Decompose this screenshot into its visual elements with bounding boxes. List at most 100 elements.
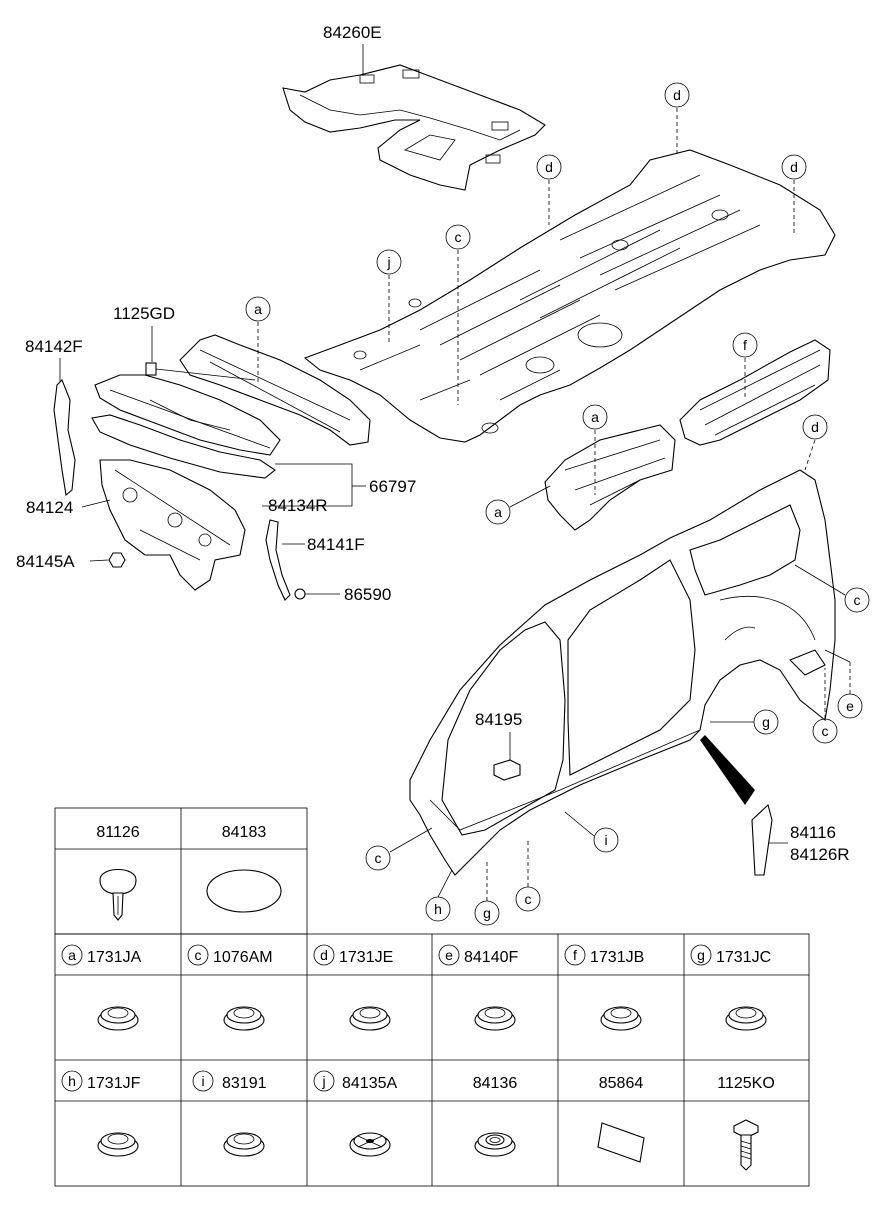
legend-item-j: j 84135A — [313, 1070, 397, 1092]
clip-84145A — [108, 552, 126, 568]
svg-text:f: f — [573, 947, 577, 963]
callout-d-top: d — [664, 82, 690, 155]
svg-text:c: c — [822, 723, 829, 739]
svg-text:d: d — [790, 159, 798, 175]
svg-text:1731JA: 1731JA — [87, 949, 142, 966]
callout-g-side: g — [710, 709, 779, 735]
legend-item-i: i 83191 — [192, 1070, 267, 1092]
svg-text:i: i — [604, 832, 607, 848]
svg-text:a: a — [68, 947, 76, 963]
callout-i: i — [564, 811, 619, 853]
grommet-icon — [474, 1132, 516, 1157]
legend-item-d: d 1731JE — [313, 944, 393, 966]
oval-pad-icon — [206, 869, 282, 913]
svg-text:84140F: 84140F — [464, 949, 518, 966]
svg-text:c: c — [525, 891, 532, 907]
svg-text:c: c — [854, 592, 861, 608]
legend-row2: h 1731JF i 83191 j 84135A 84136 85864 11… — [61, 1070, 775, 1092]
legend-code-84183: 84183 — [222, 824, 267, 841]
svg-text:j: j — [321, 1073, 325, 1089]
svg-text:1731JF: 1731JF — [87, 1075, 141, 1092]
legend-item-g: g 1731JC — [690, 944, 771, 966]
plug-icon-row2 — [97, 1132, 265, 1157]
svg-text:g: g — [483, 905, 491, 921]
floor-panel-part — [303, 149, 836, 443]
svg-text:1731JE: 1731JE — [339, 949, 393, 966]
callout-a-left: a — [485, 485, 551, 525]
pad-icon — [597, 1122, 645, 1163]
svg-text:d: d — [673, 87, 681, 103]
ribbed-plug-icon — [349, 1132, 391, 1157]
svg-text:a: a — [254, 301, 262, 317]
label-84116: 84116 — [790, 823, 836, 842]
legend-item-c: c 1076AM — [187, 944, 273, 966]
rear-crossmember-part — [679, 339, 831, 446]
callout-h: h — [425, 869, 453, 922]
label-84195: 84195 — [475, 710, 522, 729]
side-bracket-right-part — [265, 519, 291, 601]
label-66797: 66797 — [369, 477, 416, 496]
svg-text:f: f — [743, 337, 747, 353]
svg-text:1076AM: 1076AM — [213, 949, 273, 966]
svg-text:a: a — [591, 409, 599, 425]
callout-d-mid: d — [536, 154, 562, 225]
cowl-lower-part — [91, 414, 276, 479]
svg-text:84135A: 84135A — [342, 1075, 397, 1092]
callout-a-rear: a — [582, 404, 608, 495]
cowl-mid-part — [94, 374, 281, 456]
callout-f: f — [732, 332, 758, 400]
svg-text:83191: 83191 — [222, 1075, 267, 1092]
callout-j-floor: j — [376, 249, 402, 345]
callout-d-right: d — [781, 154, 807, 235]
callout-c-floor: c — [445, 224, 471, 405]
wedge-pad-84116 — [751, 803, 773, 876]
legend-item-f: f 1731JB — [564, 944, 644, 966]
rear-floor-member-part — [544, 424, 676, 531]
floor-mat-part — [282, 64, 546, 191]
label-84145A: 84145A — [16, 552, 75, 571]
svg-text:g: g — [697, 947, 705, 963]
label-86590: 86590 — [344, 585, 391, 604]
dash-panel-part — [99, 459, 246, 591]
legend-item-a: a 1731JA — [61, 944, 142, 966]
screw-86590 — [294, 588, 340, 600]
svg-text:c: c — [375, 850, 382, 866]
legend-item-e: e 84140F — [438, 944, 518, 966]
legend-code-1125KO: 1125KO — [717, 1075, 775, 1092]
label-84142F: 84142F — [25, 337, 83, 356]
callout-d-rear: d — [802, 414, 828, 471]
svg-text:i: i — [201, 1073, 204, 1089]
callout-g-bottom: g — [474, 862, 500, 926]
label-84126R: 84126R — [790, 845, 850, 864]
svg-text:e: e — [846, 698, 854, 714]
legend-row1: a 1731JA c 1076AM d 1731JE e 84140F f 17… — [61, 944, 771, 966]
svg-text:a: a — [494, 504, 502, 520]
legend-code-84136: 84136 — [473, 1075, 518, 1092]
svg-text:d: d — [320, 947, 328, 963]
legend-table — [54, 807, 810, 1187]
cowl-upper-part — [179, 334, 371, 446]
callout-c-side-1: c — [794, 564, 870, 613]
svg-text:c: c — [455, 229, 462, 245]
plug-icon-row1 — [97, 1006, 767, 1031]
legend-code-85864: 85864 — [599, 1075, 644, 1092]
legend-code-81126: 81126 — [96, 824, 139, 841]
clip-icon — [99, 868, 137, 921]
svg-text:d: d — [811, 419, 819, 435]
label-84134R: 84134R — [268, 496, 328, 515]
bolt-icon — [733, 1119, 759, 1171]
svg-text:h: h — [434, 901, 442, 917]
svg-text:c: c — [195, 947, 202, 963]
callout-e: e — [824, 649, 863, 719]
callout-c-bottom: c — [515, 840, 541, 912]
svg-text:d: d — [545, 159, 553, 175]
side-bracket-left-part — [53, 379, 76, 497]
svg-text:h: h — [68, 1073, 76, 1089]
svg-text:g: g — [762, 714, 770, 730]
callout-c-side-2: c — [812, 668, 838, 744]
svg-text:1731JC: 1731JC — [716, 949, 771, 966]
label-1125GD: 1125GD — [113, 304, 175, 323]
svg-text:1731JB: 1731JB — [590, 949, 644, 966]
bolt-1125GD — [145, 362, 256, 381]
